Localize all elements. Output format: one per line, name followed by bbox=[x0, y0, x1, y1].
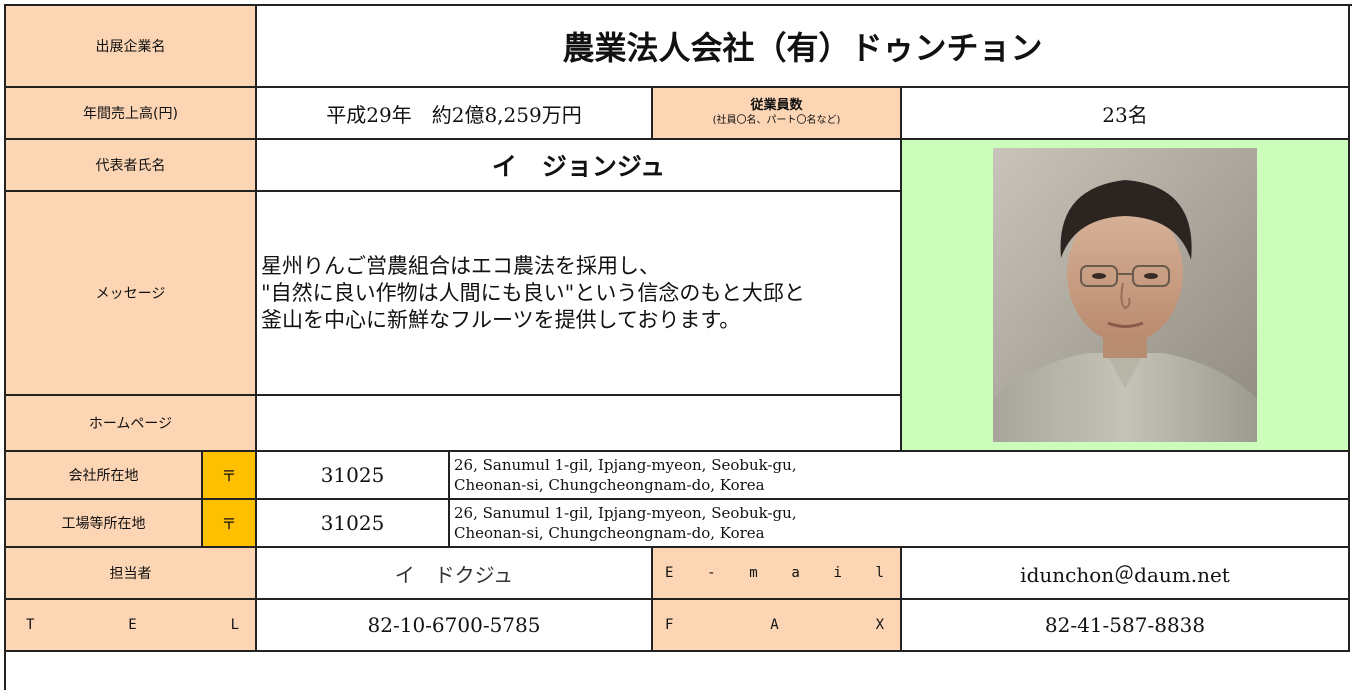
factory-label: 工場等所在地 bbox=[6, 500, 203, 548]
tel-label: T E L bbox=[6, 600, 257, 652]
message-label: メッセージ bbox=[6, 192, 257, 396]
tel-value: 82-10-6700-5785 bbox=[257, 600, 653, 652]
email-label: E - m a i l bbox=[653, 548, 902, 600]
employees-value: 23名 bbox=[902, 88, 1350, 140]
fax-value: 82-41-587-8838 bbox=[902, 600, 1350, 652]
office-postal-code: 31025 bbox=[257, 452, 450, 500]
portrait-image bbox=[993, 148, 1257, 442]
email-label-char: m bbox=[749, 565, 758, 581]
fax-label-char: F bbox=[665, 617, 674, 633]
email-label-char: a bbox=[791, 565, 800, 581]
sales-label: 年間売上高(円) bbox=[6, 88, 257, 140]
factory-address: 26, Sanumul 1-gil, Ipjang-myeon, Seobuk-… bbox=[450, 500, 1350, 548]
email-label-char: i bbox=[833, 565, 842, 581]
email-label-char: E bbox=[665, 565, 674, 581]
rep-photo-cell bbox=[902, 140, 1350, 452]
rep-label: 代表者氏名 bbox=[6, 140, 257, 192]
postal-mark: 〒 bbox=[203, 452, 257, 500]
rep-photo bbox=[993, 148, 1257, 442]
company-label: 出展企業名 bbox=[6, 6, 257, 88]
fax-label-char: X bbox=[875, 617, 884, 633]
sales-value: 平成29年 約2億8,259万円 bbox=[257, 88, 653, 140]
fax-label: F A X bbox=[653, 600, 902, 652]
tel-label-char: E bbox=[128, 617, 137, 633]
postal-mark: 〒 bbox=[203, 500, 257, 548]
company-name: 農業法人会社（有）ドゥンチョン bbox=[257, 6, 1350, 88]
exhibitor-info-table: 出展企業名 農業法人会社（有）ドゥンチョン 年間売上高(円) 平成29年 約2億… bbox=[4, 4, 1352, 690]
tel-label-char: L bbox=[230, 617, 239, 633]
employees-label: 従業員数 bbox=[750, 98, 803, 113]
rep-name: イ ジョンジュ bbox=[257, 140, 902, 192]
email-value[interactable]: idunchon＠daum.net bbox=[902, 548, 1350, 600]
email-label-char: - bbox=[707, 565, 716, 581]
email-label-char: l bbox=[875, 565, 884, 581]
office-address: 26, Sanumul 1-gil, Ipjang-myeon, Seobuk-… bbox=[450, 452, 1350, 500]
employees-sublabel: (社員〇名、パート〇名など) bbox=[712, 115, 841, 126]
factory-postal-code: 31025 bbox=[257, 500, 450, 548]
homepage-value[interactable] bbox=[257, 396, 902, 452]
homepage-label: ホームページ bbox=[6, 396, 257, 452]
contact-label: 担当者 bbox=[6, 548, 257, 600]
employees-label-cell: 従業員数 (社員〇名、パート〇名など) bbox=[653, 88, 902, 140]
tel-label-char: T bbox=[26, 617, 35, 633]
message-text: 星州りんご営農組合はエコ農法を採用し、 "自然に良い作物は人間にも良い"という信… bbox=[257, 192, 902, 396]
contact-name: イ ドクジュ bbox=[257, 548, 653, 600]
office-label: 会社所在地 bbox=[6, 452, 203, 500]
fax-label-char: A bbox=[770, 617, 779, 633]
